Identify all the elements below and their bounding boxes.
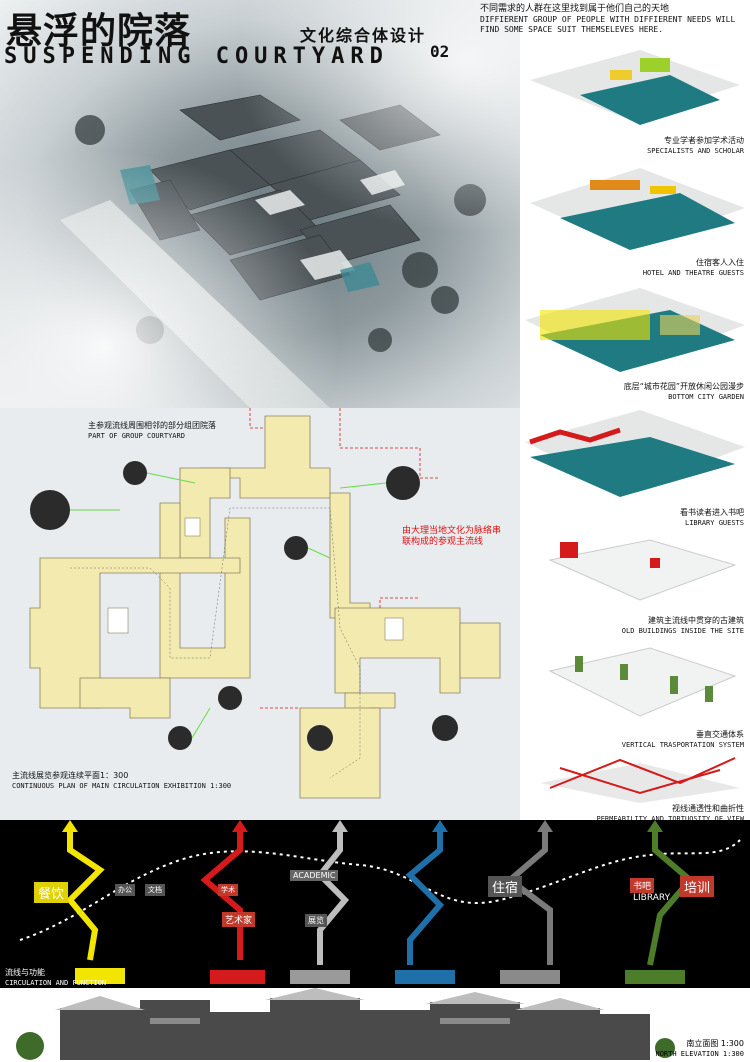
intro-english: DIFFIERENT GROUP OF PEOPLE WITH DIFFIERE… — [480, 15, 736, 34]
diagram-vertical-cn: 垂直交通体系 — [696, 730, 744, 739]
diagram-scholars-cn: 专业学者参加学术活动 — [664, 136, 744, 145]
diagram-view-en: PERMEABILITY AND TORTUOSITY OF VIEW — [596, 815, 744, 823]
diagram-hotel: 住宿客人入住 HOTEL AND THEATRE GUESTS — [520, 158, 750, 277]
diagram-vertical-en: VERTICAL TRASPORTATION SYSTEM — [621, 741, 744, 749]
label-library: LIBRARY — [633, 893, 671, 903]
diagram-view: 视线通透性和曲折性 PERMEABILITY AND TORTUOSITY OF… — [520, 748, 750, 823]
diagram-vertical: 垂直交通体系 VERTICAL TRASPORTATION SYSTEM — [520, 636, 750, 749]
label-artist: 艺术家 — [222, 912, 256, 927]
aerial-render — [0, 0, 520, 408]
diagram-old-buildings: 建筑主流线中贯穿的古建筑 OLD BUILDINGS INSIDE THE SI… — [520, 530, 750, 635]
diagram-view-cn: 视线通透性和曲折性 — [672, 804, 744, 813]
title-english: SUSPENDING COURTYARD — [4, 44, 389, 69]
plan-caption-en: CONTINUOUS PLAN OF MAIN CIRCULATION EXHI… — [12, 782, 232, 790]
circulation-lines — [19, 820, 741, 984]
subtitle: 文化综合体设计 — [300, 26, 427, 45]
plan-drawing — [29, 408, 501, 799]
diagram-garden-en: BOTTOM CITY GARDEN — [668, 393, 744, 401]
label-dining: 餐饮 — [34, 882, 69, 903]
diagram-garden-cn: 底层“城市花园”开放休闲公园漫步 — [623, 382, 744, 391]
diagram-old-buildings-cn: 建筑主流线中贯穿的古建筑 — [648, 616, 744, 625]
title-chinese: 悬浮的院落 — [6, 11, 192, 52]
diagram-old-buildings-graphic — [548, 539, 737, 601]
circulation-plan: 主参观流线周围相邻的部分组团院落 PART OF GROUP COURTYARD… — [0, 408, 520, 820]
diagram-library-cn: 看书读者进入书吧 — [680, 508, 744, 517]
label-exhibit: 展览 — [305, 914, 327, 927]
courtyard-label: 主参观流线周围相邻的部分组团院落 PART OF GROUP COURTYARD — [88, 420, 216, 442]
diagram-scholars-en: SPECIALISTS AND SCHOLAR — [647, 147, 744, 155]
diagram-garden: 底层“城市花园”开放休闲公园漫步 BOTTOM CITY GARDEN — [520, 280, 750, 401]
label-bookbar: 书吧 — [630, 878, 655, 893]
diagram-vertical-graphic — [548, 647, 737, 717]
label-training: 培训 — [680, 876, 715, 897]
elevation-caption-cn: 南立面图 1:300 — [686, 1039, 744, 1048]
courtyard-label-cn: 主参观流线周围相邻的部分组团院落 — [88, 421, 216, 430]
sheet-number: 02 — [430, 42, 450, 61]
label-lodging: 住宿 — [488, 876, 523, 897]
elevation-drawing: 南立面图 1:300 NORTH ELEVATION 1:300 — [0, 988, 750, 1062]
diagram-hotel-graphic — [530, 168, 745, 250]
intro-chinese: 不同需求的人群在这里找到属于他们自己的天地 — [480, 4, 670, 14]
diagram-scholars-graphic — [530, 50, 740, 125]
plan-caption-cn: 主流线展览参观连续平面1：300 — [12, 771, 129, 780]
circulation-function-band: 餐饮 办公 文档 学术 艺术家 ACADEMIC 展览 住宿 书吧 LIBRAR… — [0, 820, 750, 988]
diagram-old-buildings-en: OLD BUILDINGS INSIDE THE SITE — [621, 627, 744, 635]
label-academic-en: ACADEMIC — [290, 870, 339, 881]
plan-caption: 主流线展览参观连续平面1：300 CONTINUOUS PLAN OF MAIN… — [12, 770, 231, 792]
courtyard-label-en: PART OF GROUP COURTYARD — [88, 432, 185, 440]
diagram-library-en: LIBRARY GUESTS — [684, 519, 744, 527]
main-line-label: 由大理当地文化为脉络串联构成的参观主流线 — [402, 526, 502, 547]
diagram-library: 看书读者进入书吧 LIBRARY GUESTS — [520, 402, 750, 527]
diagram-scholars: 专业学者参加学术活动 SPECIALISTS AND SCHOLAR — [520, 40, 750, 155]
elevation-caption-en: NORTH ELEVATION 1:300 — [655, 1050, 744, 1058]
label-academic: 学术 — [218, 884, 238, 896]
circulation-caption-en: CIRCULATION AND FUNCTION — [5, 979, 107, 987]
diagram-view-graphic — [540, 757, 740, 803]
circulation-caption-cn: 流线与功能 — [5, 968, 45, 977]
diagram-library-graphic — [525, 410, 745, 497]
intro-text: 不同需求的人群在这里找到属于他们自己的天地 DIFFIERENT GROUP O… — [480, 4, 746, 35]
diagram-garden-graphic — [525, 288, 745, 372]
label-office: 办公 — [115, 884, 135, 896]
elevation-graphic — [16, 988, 675, 1060]
diagram-hotel-en: HOTEL AND THEATRE GUESTS — [642, 269, 744, 277]
diagram-hotel-cn: 住宿客人入住 — [696, 258, 744, 267]
label-docs: 文档 — [145, 884, 165, 896]
